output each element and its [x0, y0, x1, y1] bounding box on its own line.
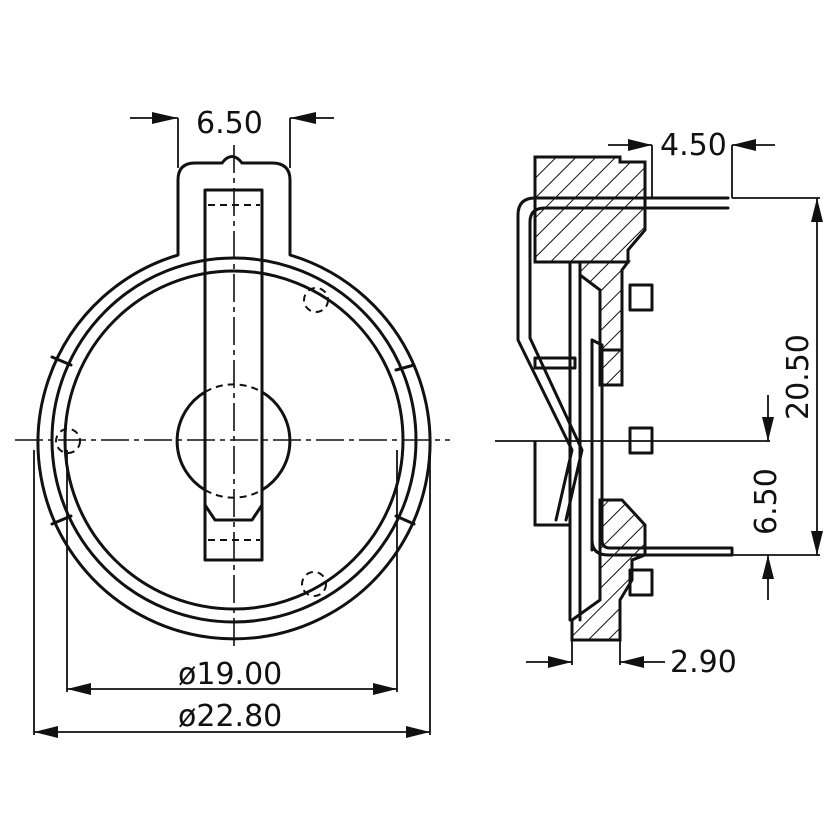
dimension-pin-spacing: 20.50	[732, 197, 823, 556]
dim-pin-spacing-label: 20.50	[781, 334, 816, 420]
hidden-feature-bottom-right	[301, 571, 327, 597]
dimension-tab-width: 6.50	[130, 106, 334, 168]
center-boss-left	[175, 390, 207, 492]
dim-tab-width-label: 6.50	[196, 106, 263, 141]
center-boss-right	[260, 390, 292, 492]
peg-bottom	[628, 568, 654, 597]
hidden-feature-top-right	[303, 287, 329, 313]
hidden-feature-left	[55, 428, 81, 454]
peg-top	[628, 283, 654, 312]
dim-pin-length-label: 4.50	[660, 128, 727, 163]
dimension-pin-offset: 6.50	[749, 395, 784, 600]
contact-strip-bevel	[203, 503, 264, 522]
side-section-view: 4.50 20.50 6.50 2.90	[495, 128, 823, 680]
dimension-pin-length: 4.50	[608, 128, 775, 198]
holder-outer-outline	[36, 155, 432, 641]
front-view: 6.50 ø19.00 ø22.80	[15, 106, 450, 738]
section-bottom-block	[570, 498, 647, 642]
dim-body-thickness-label: 2.90	[670, 645, 737, 680]
section-upper-rib	[598, 348, 624, 387]
dim-pin-offset-label: 6.50	[749, 468, 784, 535]
contact-spring	[516, 196, 730, 522]
dimension-body-thickness: 2.90	[526, 640, 737, 680]
dim-inner-diameter-label: ø19.00	[178, 657, 282, 692]
dim-outer-diameter-label: ø22.80	[178, 699, 282, 734]
dimension-outer-diameter: ø22.80	[33, 450, 431, 738]
dimension-inner-diameter: ø19.00	[66, 450, 398, 695]
section-vertical-web	[578, 260, 631, 352]
bottom-pin	[590, 338, 734, 557]
